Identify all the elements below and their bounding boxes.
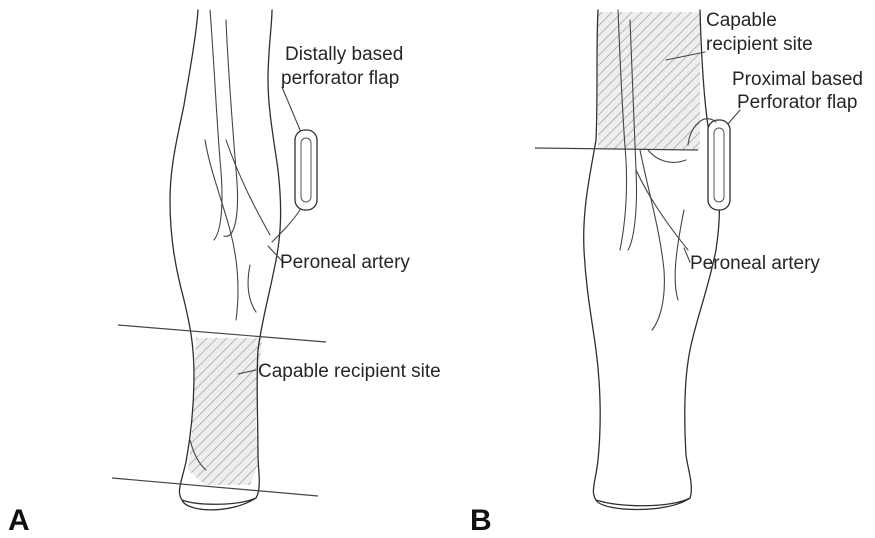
- vessel-a1: [210, 10, 222, 240]
- vessel-b3: [636, 170, 688, 250]
- vessel-a3: [226, 140, 270, 235]
- recipient-label-b-line2: recipient site: [706, 34, 813, 55]
- flap-a: [295, 130, 317, 210]
- flap-b: [708, 120, 730, 210]
- pedicle-a: [272, 210, 300, 242]
- flap-label-a-line1: Distally based: [285, 44, 403, 65]
- vessel-a2: [224, 20, 238, 236]
- flap-label-b-line2: Perforator flap: [737, 92, 857, 113]
- recipient-site-area-b: [598, 12, 700, 150]
- panel-a: Distally based perforator flap Peroneal …: [8, 10, 441, 537]
- flap-label-a-line2: perforator flap: [281, 68, 399, 89]
- recipient-label-a: Capable recipient site: [258, 361, 441, 382]
- panel-letter-a: A: [8, 504, 30, 537]
- artery-label-b: Peroneal artery: [690, 253, 820, 274]
- panel-b: Capable recipient site Proximal based Pe…: [470, 10, 863, 537]
- recipient-label-b-line1: Capable: [706, 10, 777, 31]
- flap-label-b-line1: Proximal based: [732, 69, 863, 90]
- panel-letter-b: B: [470, 504, 492, 537]
- artery-label-a: Peroneal artery: [280, 252, 410, 273]
